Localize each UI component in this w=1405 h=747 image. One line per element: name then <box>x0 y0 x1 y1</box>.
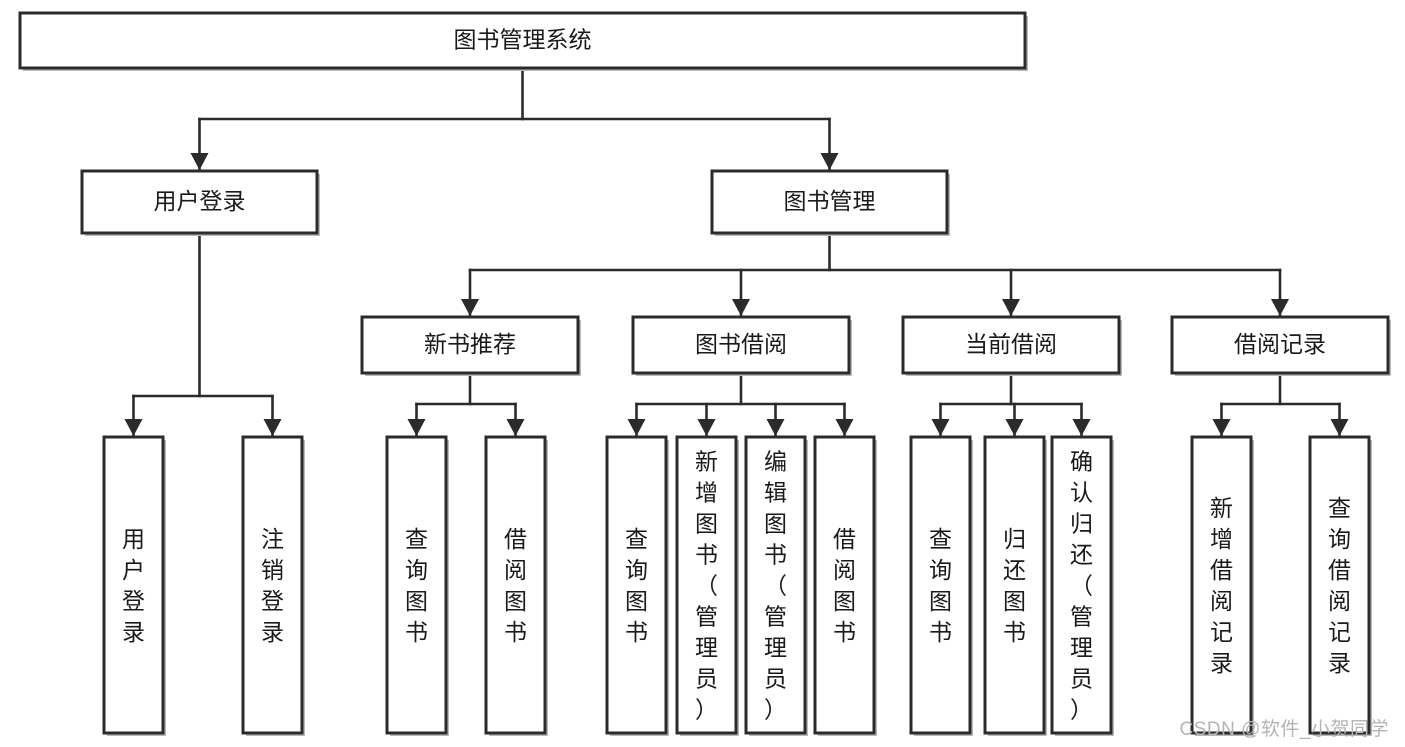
node-label: 借阅图书 <box>504 526 527 645</box>
arrow-head-icon <box>766 419 785 436</box>
node-box <box>80 169 319 235</box>
node-label: 新增借阅记录 <box>1210 495 1233 676</box>
node-box <box>983 435 1046 735</box>
arrow-head-icon <box>1330 419 1349 436</box>
node-leaf-query-books-rec[interactable]: 查询图书 <box>385 435 449 736</box>
node-label: 图书管理 <box>784 188 876 214</box>
node-box <box>1050 435 1113 735</box>
arrow-head-icon <box>263 419 282 436</box>
node-leaf-borrow-books-rec[interactable]: 借阅图书 <box>484 435 548 736</box>
arrow-head-icon <box>1005 419 1024 436</box>
connector-group-borrow-records <box>1212 371 1349 438</box>
arrow-head-icon <box>1002 299 1020 316</box>
node-label: 用户登录 <box>122 526 145 645</box>
arrow-head-icon <box>1271 299 1289 316</box>
arrow-head-icon <box>627 419 646 436</box>
connector-group-book-management <box>461 231 1289 318</box>
node-box <box>484 435 547 735</box>
arrow-head-icon <box>1072 419 1091 436</box>
node-box <box>675 435 738 735</box>
node-leaf-add-book-admin[interactable]: 新增图书（管理员） <box>675 435 739 736</box>
node-box <box>813 435 876 735</box>
node-box <box>909 435 972 735</box>
node-box <box>385 435 448 735</box>
node-borrow-records[interactable]: 借阅记录 <box>1170 315 1391 376</box>
node-box <box>18 11 1027 70</box>
node-leaf-logout[interactable]: 注销登录 <box>241 435 305 736</box>
arrow-head-icon <box>697 419 716 436</box>
arrow-head-icon <box>461 299 479 316</box>
node-box <box>360 315 580 375</box>
node-current-borrow[interactable]: 当前借阅 <box>901 315 1122 376</box>
arrow-head-icon <box>931 419 950 436</box>
node-label: 确认归还（管理员） <box>1070 449 1093 723</box>
arrow-head-icon <box>820 153 839 170</box>
node-box <box>901 315 1121 375</box>
arrow-head-icon <box>732 299 750 316</box>
node-box <box>1190 435 1253 735</box>
node-label: 查询借阅记录 <box>1328 495 1351 676</box>
node-box <box>605 435 668 735</box>
node-box <box>1170 315 1390 375</box>
node-root[interactable]: 图书管理系统 <box>18 11 1028 71</box>
connector-group-new-book-recommend <box>407 371 525 438</box>
connector-layer <box>124 66 1349 438</box>
arrow-head-icon <box>835 419 854 436</box>
node-box <box>710 169 949 235</box>
node-leaf-add-borrow-record[interactable]: 新增借阅记录 <box>1190 435 1254 736</box>
node-label: 编辑图书（管理员） <box>764 449 787 723</box>
node-user-login[interactable]: 用户登录 <box>80 169 320 236</box>
node-leaf-user-login[interactable]: 用户登录 <box>102 435 166 736</box>
watermark-text: CSDN @软件_小贺同学 <box>1179 719 1389 740</box>
node-leaf-confirm-return-admin[interactable]: 确认归还（管理员） <box>1050 435 1114 736</box>
connector-group-user-login <box>124 231 282 438</box>
node-label: 借阅记录 <box>1234 331 1326 357</box>
arrow-head-icon <box>124 419 143 436</box>
node-label: 查询图书 <box>405 526 428 645</box>
node-leaf-edit-book-admin[interactable]: 编辑图书（管理员） <box>744 435 808 736</box>
node-box <box>1308 435 1371 735</box>
node-box <box>241 435 304 735</box>
arrow-head-icon <box>1212 419 1231 436</box>
node-label: 用户登录 <box>154 188 246 214</box>
arrow-head-icon <box>506 419 525 436</box>
node-leaf-query-borrow-record[interactable]: 查询借阅记录 <box>1308 435 1372 736</box>
node-label: 注销登录 <box>261 526 284 645</box>
arrow-head-icon <box>407 419 426 436</box>
node-box <box>744 435 807 735</box>
node-new-book-recommend[interactable]: 新书推荐 <box>360 315 581 376</box>
node-leaf-query-books-borrow[interactable]: 查询图书 <box>605 435 669 736</box>
node-label: 图书管理系统 <box>454 27 592 53</box>
node-label: 查询图书 <box>625 526 648 645</box>
node-layer: 图书管理系统用户登录图书管理新书推荐图书借阅当前借阅借阅记录用户登录注销登录查询… <box>18 11 1391 736</box>
node-label: 借阅图书 <box>833 526 856 645</box>
connector-group-book-borrow <box>627 371 854 438</box>
connector-group-root <box>190 66 839 172</box>
node-box <box>102 435 165 735</box>
node-label: 归还图书 <box>1003 526 1026 645</box>
node-book-management[interactable]: 图书管理 <box>710 169 950 236</box>
node-box <box>631 315 851 375</box>
node-label: 查询图书 <box>929 526 952 645</box>
arrow-head-icon <box>190 153 209 170</box>
node-label: 当前借阅 <box>965 331 1057 357</box>
connector-group-current-borrow <box>931 371 1091 438</box>
node-leaf-query-books-current[interactable]: 查询图书 <box>909 435 973 736</box>
node-leaf-return-book[interactable]: 归还图书 <box>983 435 1047 736</box>
node-label: 图书借阅 <box>695 331 787 357</box>
node-label: 新书推荐 <box>424 331 516 357</box>
node-book-borrow[interactable]: 图书借阅 <box>631 315 852 376</box>
node-label: 新增图书（管理员） <box>695 449 718 723</box>
node-leaf-borrow-book[interactable]: 借阅图书 <box>813 435 877 736</box>
